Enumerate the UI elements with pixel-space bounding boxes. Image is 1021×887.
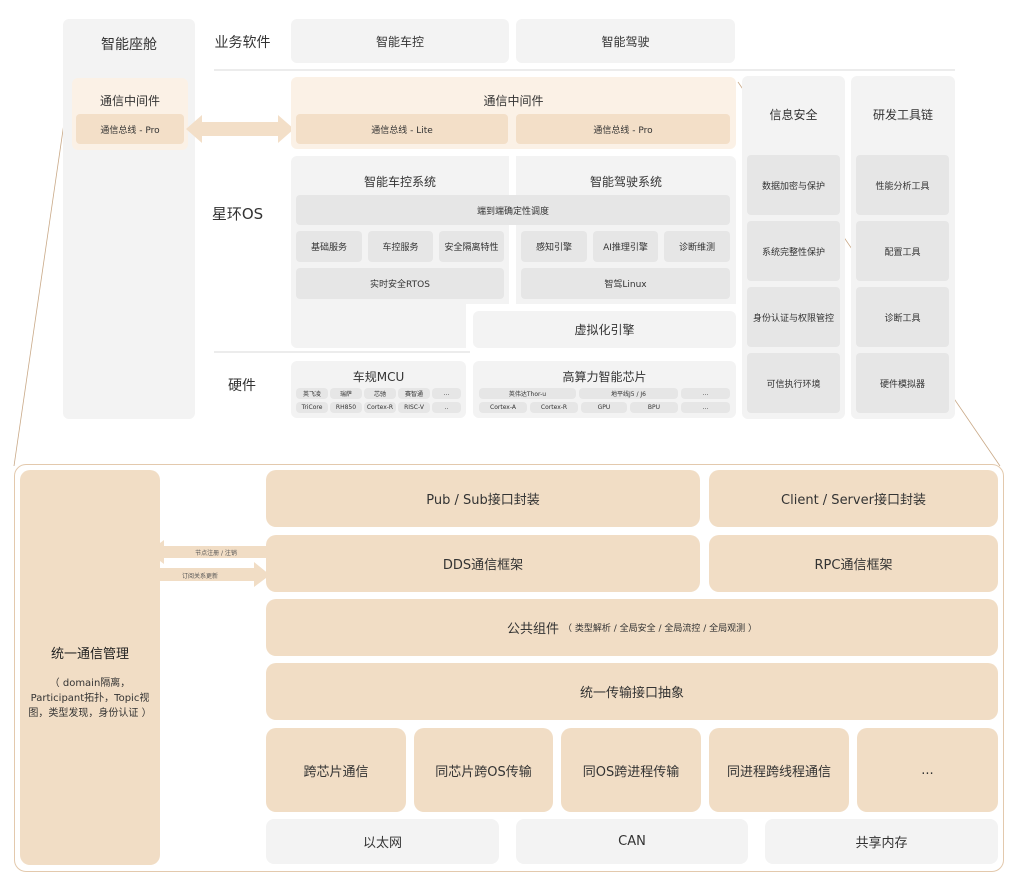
module-perception-engine: 感知引擎 bbox=[521, 231, 587, 262]
mcu-vendor: 瑞萨 bbox=[330, 388, 362, 399]
register-arrow-label: 节点注册 / 注销 bbox=[195, 549, 237, 557]
security-item: 可信执行环境 bbox=[747, 353, 840, 413]
soc-vendor: ... bbox=[681, 388, 730, 399]
transport-more: ... bbox=[857, 728, 998, 812]
detail-frame bbox=[14, 464, 1004, 872]
transport-cross-chip: 跨芯片通信 bbox=[266, 728, 406, 812]
soc-arch: Cortex-A bbox=[479, 402, 527, 413]
cockpit-bus-pro: 通信总线 - Pro bbox=[76, 114, 184, 144]
mcu-arch: TriCore bbox=[296, 402, 328, 413]
physical-can: CAN bbox=[516, 819, 748, 864]
module-diagnostics: 诊断维测 bbox=[664, 231, 730, 262]
app-vehicle-control: 智能车控 bbox=[291, 19, 509, 63]
module-safety-isolation: 安全隔离特性 bbox=[439, 231, 504, 262]
soc-vendor: 地平线J5 / J6 bbox=[579, 388, 678, 399]
bus-lite: 通信总线 - Lite bbox=[296, 114, 508, 144]
soc-vendor: 英伟达Thor-u bbox=[479, 388, 576, 399]
devtools-item: 性能分析工具 bbox=[856, 155, 949, 215]
bus-bridge-arrow bbox=[186, 115, 294, 143]
transport-cross-os: 同芯片跨OS传输 bbox=[414, 728, 553, 812]
cockpit-title: 智能座舱 bbox=[101, 37, 157, 53]
layer-label-business: 业务软件 bbox=[214, 35, 271, 51]
soc-arch: ... bbox=[681, 402, 730, 413]
subscribe-arrow-label: 订阅关系更新 bbox=[181, 572, 218, 580]
mcu-arch: RH850 bbox=[330, 402, 362, 413]
mcu-title: 车规MCU bbox=[352, 369, 405, 384]
pubsub-interface: Pub / Sub接口封装 bbox=[266, 470, 700, 527]
physical-shared-memory: 共享内存 bbox=[765, 819, 998, 864]
security-item: 身份认证与权限管控 bbox=[747, 287, 840, 347]
module-basic-service: 基础服务 bbox=[296, 231, 362, 262]
devtools-item: 诊断工具 bbox=[856, 287, 949, 347]
physical-ethernet: 以太网 bbox=[266, 819, 499, 864]
rpc-framework: RPC通信框架 bbox=[709, 535, 998, 592]
zoom-line-left bbox=[13, 81, 71, 467]
management-desc: （ domain隔离，Participant拓扑，Topic视图，类型发现，身份… bbox=[28, 677, 152, 719]
driving-system-title: 智能驾驶系统 bbox=[589, 174, 662, 189]
dds-framework: DDS通信框架 bbox=[266, 535, 700, 592]
deterministic-scheduling: 端到端确定性调度 bbox=[296, 195, 730, 225]
os-gap bbox=[509, 156, 516, 304]
management-arrows bbox=[148, 540, 270, 587]
mcu-vendor: ... bbox=[432, 388, 461, 399]
module-vehicle-control-service: 车控服务 bbox=[368, 231, 433, 262]
rtos-box: 实时安全RTOS bbox=[296, 268, 504, 299]
common-components-note: （ 类型解析 / 全局安全 / 全局流控 / 全局观测 ） bbox=[563, 624, 757, 634]
vehicle-control-system-title: 智能车控系统 bbox=[363, 174, 436, 189]
mcu-arch: Cortex-R bbox=[364, 402, 396, 413]
devtools-title: 研发工具链 bbox=[872, 107, 933, 122]
mcu-vendor: 英飞凌 bbox=[296, 388, 328, 399]
cockpit-middleware-title: 通信中间件 bbox=[99, 93, 160, 108]
bus-pro: 通信总线 - Pro bbox=[516, 114, 730, 144]
clientserver-interface: Client / Server接口封装 bbox=[709, 470, 998, 527]
common-components-title: 公共组件 bbox=[506, 622, 559, 637]
module-ai-inference: AI推理引擎 bbox=[593, 231, 658, 262]
security-title: 信息安全 bbox=[769, 107, 818, 122]
mcu-vendor: 赛智通 bbox=[398, 388, 430, 399]
mcu-arch: .. bbox=[432, 402, 461, 413]
security-item: 系统完整性保护 bbox=[747, 221, 840, 281]
virtualization-engine: 虚拟化引擎 bbox=[473, 311, 736, 348]
transport-cross-process: 同OS跨进程传输 bbox=[561, 728, 701, 812]
soc-arch: GPU bbox=[581, 402, 627, 413]
transport-abstraction: 统一传输接口抽象 bbox=[266, 663, 998, 720]
soc-title: 高算力智能芯片 bbox=[562, 369, 647, 384]
transport-cross-thread: 同进程跨线程通信 bbox=[709, 728, 849, 812]
soc-arch: BPU bbox=[630, 402, 678, 413]
common-components: 公共组件 （ 类型解析 / 全局安全 / 全局流控 / 全局观测 ） bbox=[266, 599, 998, 656]
mcu-vendor: 芯驰 bbox=[364, 388, 396, 399]
layer-label-hardware: 硬件 bbox=[228, 378, 256, 394]
security-item: 数据加密与保护 bbox=[747, 155, 840, 215]
layer-label-os: 星环OS bbox=[211, 204, 264, 223]
devtools-item: 硬件模拟器 bbox=[856, 353, 949, 413]
management-panel bbox=[20, 470, 160, 865]
middleware-title: 通信中间件 bbox=[483, 93, 544, 108]
devtools-item: 配置工具 bbox=[856, 221, 949, 281]
mcu-arch: RISC-V bbox=[398, 402, 430, 413]
management-title: 统一通信管理 bbox=[50, 646, 129, 662]
app-autonomous-driving: 智能驾驶 bbox=[516, 19, 735, 63]
soc-arch: Cortex-R bbox=[530, 402, 578, 413]
linux-box: 智驾Linux bbox=[521, 268, 730, 299]
